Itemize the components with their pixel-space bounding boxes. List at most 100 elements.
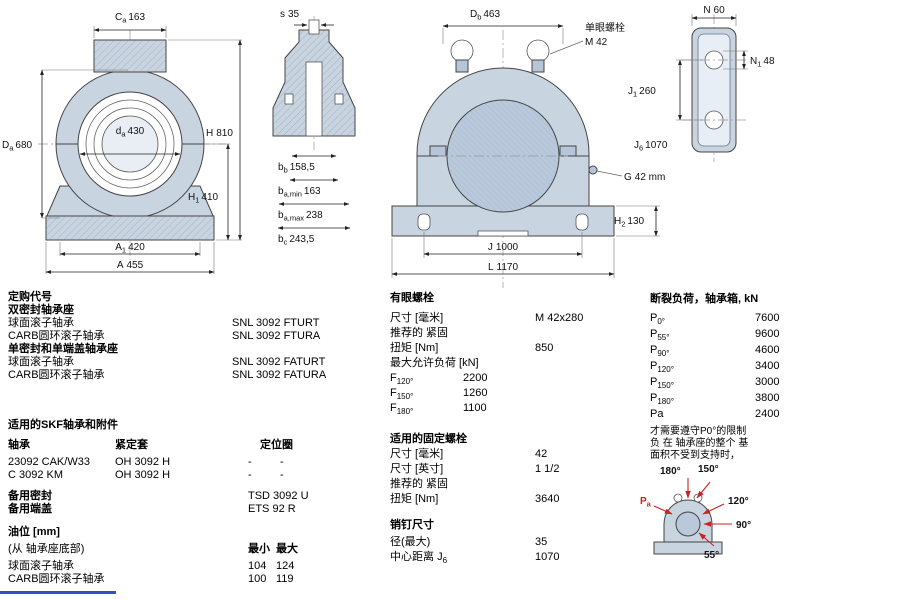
oil-min: 100: [248, 573, 267, 585]
bearing-row: 23092 CAK/W33 OH 3092 H - -: [8, 456, 378, 469]
order-group1-title: 双密封轴承座: [8, 304, 74, 316]
size-label: 尺寸 [毫米]: [390, 448, 444, 460]
row-label: CARB圆环滚子轴承: [8, 330, 105, 342]
torque-label: 扭矩 [Nm]: [390, 342, 439, 354]
ring-value: -: [280, 456, 284, 468]
load-value: 1260: [463, 387, 488, 399]
p-label: Pa: [650, 408, 664, 420]
front-view-shapes: [391, 30, 615, 288]
angle-labels: 180° 150° 120° 90° 55° Pa: [640, 464, 751, 561]
pin-dia-label: 径(最大): [390, 536, 431, 548]
note-line: 负 在 轴承座的整个 基: [650, 438, 749, 449]
row-label: 球面滚子轴承: [8, 317, 74, 329]
oil-subtitle: (从 轴承座底部): [8, 543, 85, 555]
oil-max: 119: [276, 573, 294, 585]
sleeve-designation: OH 3092 H: [115, 456, 171, 468]
torque-value: 3640: [535, 493, 560, 505]
pin-dia-row: 径(最大) 35: [390, 535, 650, 550]
p-value: 2400: [755, 408, 780, 420]
breaking-load-row: P180° 3800: [650, 390, 898, 406]
front-section-shapes: [38, 30, 226, 260]
p-value: 3400: [755, 360, 780, 372]
p-label: P180°: [650, 392, 674, 407]
top-view-shapes: [682, 14, 746, 162]
side-section-shapes: [272, 16, 356, 150]
breaking-load-row: P150° 3000: [650, 374, 898, 390]
p-label: P0°: [650, 312, 665, 327]
spare-value: ETS 92 R: [248, 503, 296, 515]
breaking-load-row: P90° 4600: [650, 342, 898, 358]
oil-min: 104: [248, 560, 267, 572]
p-label: P120°: [650, 360, 674, 375]
breaking-load-row: P120° 3400: [650, 358, 898, 374]
spare-label: 备用端盖: [8, 503, 52, 515]
note-line: 面积不受到支持时，: [650, 450, 740, 461]
row-value: SNL 3092 FATURT: [232, 356, 326, 368]
eyebolts-title: 有眼螺栓: [390, 292, 434, 304]
spare-value: TSD 3092 U: [248, 490, 309, 502]
breaking-loads-title: 断裂负荷，轴承箱, kN: [650, 293, 759, 305]
torque-label: 扭矩 [Nm]: [390, 493, 439, 505]
load-row: F120° 2200: [390, 371, 650, 386]
p-label: P150°: [650, 376, 674, 391]
spare-row: 备用密封 TSD 3092 U: [8, 490, 378, 503]
bearing-designation: 23092 CAK/W33: [8, 456, 90, 468]
bearings-header-row: 轴承 紧定套 定位圈: [8, 439, 378, 452]
maxload-line: 最大允许负荷 [kN]: [390, 357, 479, 369]
torque-row: 扭矩 [Nm] 850: [390, 341, 650, 356]
angle-label-150: 150°: [698, 464, 719, 475]
breaking-loads-note: 才需要遵守P0°的限制 负 在 轴承座的整个 基 面积不受到支持时，: [650, 426, 898, 462]
breaking-loads-section: 断裂负荷，轴承箱, kN P0° 7600 P55° 9600 P90° 460…: [650, 291, 898, 462]
spare-row: 备用端盖 ETS 92 R: [8, 503, 378, 516]
pins-title: 销钉尺寸: [390, 519, 434, 531]
ring-value: -: [280, 469, 284, 481]
row-value: SNL 3092 FTURT: [232, 317, 320, 329]
pin-cc-value: 1070: [535, 551, 560, 563]
mini-housing: [653, 493, 723, 555]
oil-header-row: (从 轴承座底部) 最小 最大: [8, 543, 378, 556]
oil-min-label: 最小: [248, 543, 270, 555]
row-value: SNL 3092 FATURA: [232, 369, 327, 381]
pin-dia-value: 35: [535, 536, 548, 548]
angle-label-180: 180°: [660, 466, 681, 477]
angle-label-120: 120°: [728, 496, 749, 507]
size-value: M 42x280: [535, 312, 584, 324]
oil-section: 油位 [mm] (从 轴承座底部) 最小 最大 球面滚子轴承 104 124 C…: [8, 526, 378, 586]
order-title: 定购代号: [8, 291, 52, 303]
bearing-designation: C 3092 KM: [8, 469, 64, 481]
p-value: 9600: [755, 328, 780, 340]
order-row: 球面滚子轴承 SNL 3092 FTURT: [8, 317, 378, 330]
bearings-section: 适用的SKF轴承和附件 轴承 紧定套 定位圈 23092 CAK/W33 OH …: [8, 419, 378, 516]
oil-row-label: CARB圆环滚子轴承: [8, 573, 105, 585]
eyebolt-size: M 42: [585, 37, 608, 48]
torque-value: 850: [535, 342, 554, 354]
torque-row: 扭矩 [Nm] 3640: [390, 492, 650, 507]
recommended-line: 推荐的 紧固: [390, 327, 449, 339]
eyebolt-size-row: 尺寸 [毫米] M 42x280: [390, 311, 650, 326]
p-value: 4600: [755, 344, 780, 356]
oil-title: 油位 [mm]: [8, 526, 60, 538]
footer-blue-line: [0, 591, 116, 594]
